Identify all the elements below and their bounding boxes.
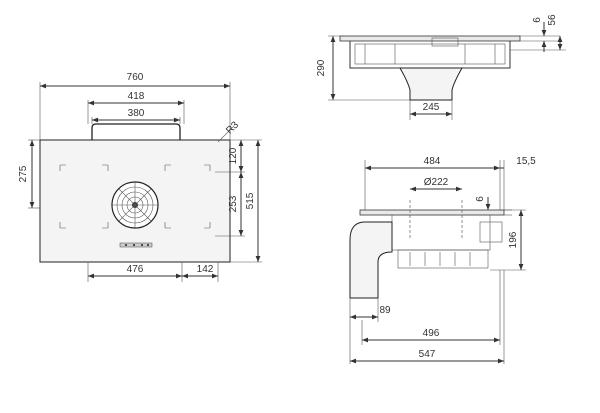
- dim-side-height: 290: [316, 59, 327, 76]
- dim-offset: 15,5: [516, 156, 536, 167]
- dim-plate-width: 484: [424, 156, 441, 167]
- dim-top-height: 56: [547, 14, 558, 26]
- dim-handle-inner: 380: [128, 108, 145, 119]
- zone-marks: [59, 164, 211, 229]
- dim-corner-radius: R3: [224, 119, 241, 136]
- dim-bottom-left: 476: [127, 264, 144, 275]
- dim-total-depth: 547: [419, 349, 436, 360]
- dim-body-height: 196: [508, 231, 519, 248]
- dim-small-gap: 6: [475, 196, 486, 202]
- side-view-bottom: 484 15,5 Ø222 6 196 89 496 547: [349, 156, 536, 364]
- dim-duct-depth: 89: [379, 305, 391, 316]
- fan-grille-icon: [111, 181, 159, 229]
- duct: [399, 67, 463, 101]
- dim-right-top: 120: [228, 147, 239, 164]
- fan-housing: [391, 214, 491, 251]
- dim-bottom-right: 142: [197, 264, 214, 275]
- dim-top-gap: 6: [532, 17, 543, 23]
- cooktop-plate: [359, 209, 505, 216]
- side-view-top: 290 245 6 56: [316, 14, 566, 120]
- dim-right-total: 515: [245, 192, 256, 209]
- dim-duct-width: 245: [423, 102, 440, 113]
- exhaust-elbow: [349, 221, 393, 299]
- dim-overall-width: 760: [127, 72, 144, 83]
- dim-height-left: 275: [18, 165, 29, 182]
- top-view: 760 418 380 R3 275 120 253 515 476 142: [18, 72, 262, 282]
- dim-diameter: Ø222: [424, 177, 449, 188]
- top-plate: [339, 35, 521, 42]
- panel-handle: [91, 123, 181, 140]
- dim-right-mid: 253: [228, 195, 239, 212]
- dim-handle-outer: 418: [128, 91, 145, 102]
- dim-depth: 496: [423, 328, 440, 339]
- control-strip-icon: [119, 242, 153, 248]
